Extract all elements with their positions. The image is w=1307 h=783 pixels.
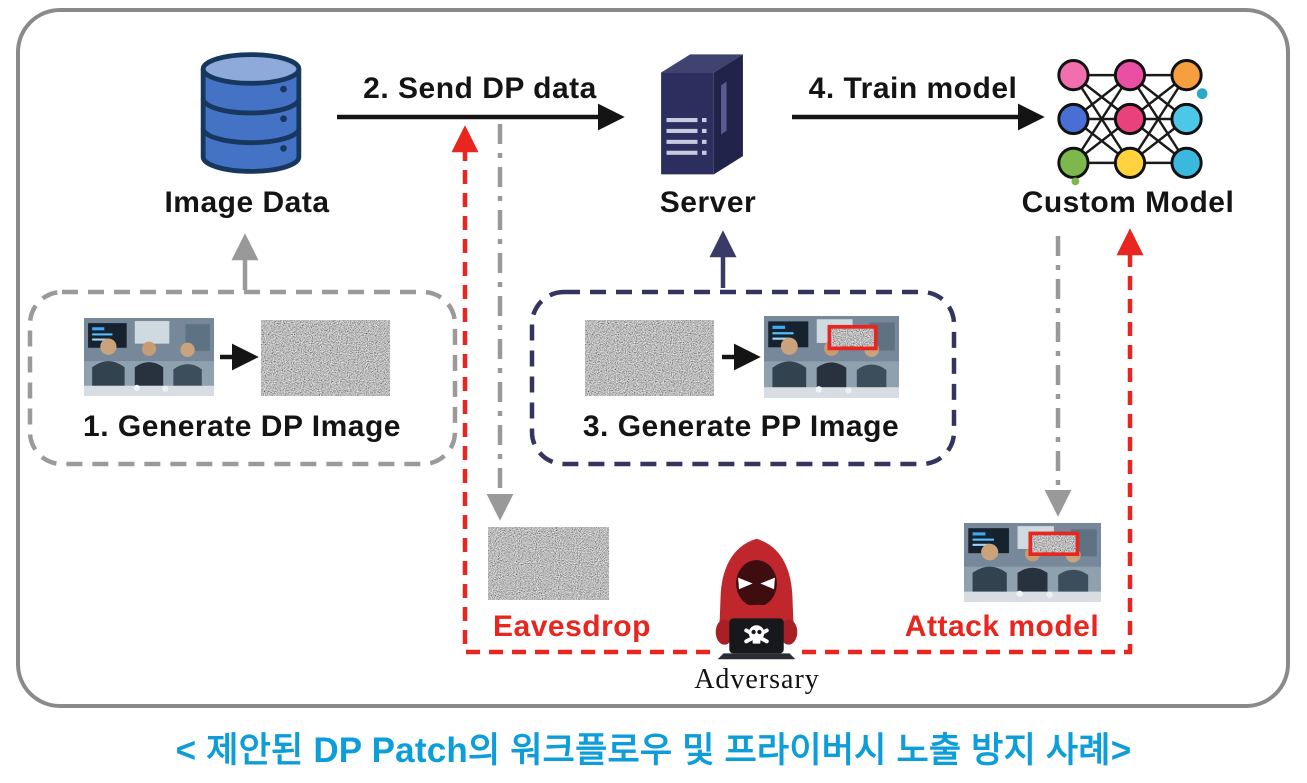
meeting-photo: [84, 318, 214, 396]
dp-noise-image: [261, 320, 390, 396]
adversary-label: Adversary: [694, 664, 820, 695]
attack-result-photo: [964, 523, 1101, 602]
eavesdrop-label: Eavesdrop: [493, 610, 651, 643]
pp-patched-photo: [764, 316, 899, 398]
generate-pp-image-label: 3. Generate PP Image: [582, 410, 900, 443]
dp-noise-image: [585, 320, 714, 396]
train-model-label: 4. Train model: [808, 72, 1018, 105]
server-icon: [661, 54, 743, 175]
server-label: Server: [659, 186, 757, 219]
custom-model-label: Custom Model: [1021, 186, 1235, 219]
eavesdropped-noise-image: [488, 527, 609, 600]
diagram-outer-border: [16, 8, 1290, 708]
send-dp-data-label: 2. Send DP data: [363, 72, 597, 105]
database-icon: [192, 46, 310, 180]
attack-model-label: Attack model: [904, 610, 1100, 643]
generate-dp-image-label: 1. Generate DP Image: [83, 410, 401, 443]
image-data-label: Image Data: [164, 186, 330, 219]
adversary-icon: [715, 538, 798, 660]
diagram-caption: < 제안된 DP Patch의 워크플로우 및 프라이버시 노출 방지 사례>: [175, 731, 1132, 770]
neural-network-icon: [1057, 59, 1208, 187]
